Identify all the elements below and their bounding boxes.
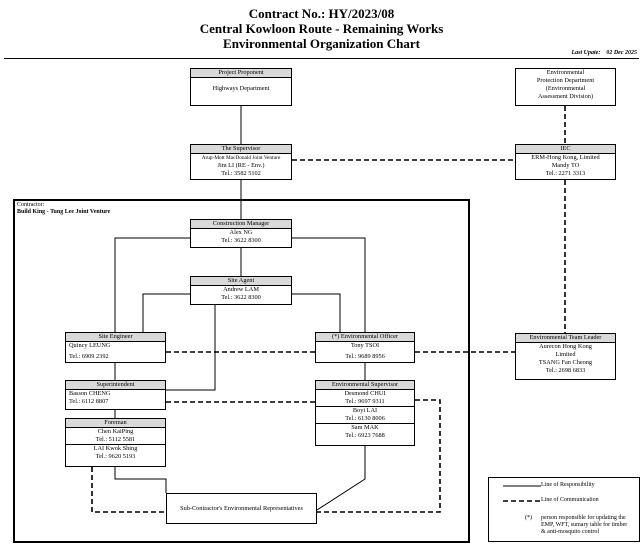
subcontractor-box: Sub-Contractor's Environmental Represent… — [166, 493, 317, 524]
legend-communication-label: Line of Communication — [541, 497, 599, 503]
solid-line-manager-officer — [292, 237, 366, 332]
contract-number: Contract No.: HY/2023/08 — [248, 6, 395, 21]
epd-line-1: Environmental — [546, 69, 585, 76]
last-update: Last Upate: 02 Dec 2025 — [572, 50, 638, 56]
last-update-label: Last Upate: — [571, 50, 601, 56]
foreman-tel-2: Tel.: 9620 5193 — [95, 453, 136, 460]
supervisor-tel: Tel.: 3582 5102 — [221, 170, 261, 177]
env-team-leader-box: Environmental Team Leader Aurecon Hong K… — [515, 333, 616, 380]
env-team-leader-company-2: Limited — [555, 351, 576, 358]
foreman-box: Foreman Chen KaiPing Tel.: 5112 5581 LAI… — [65, 418, 166, 467]
site-agent-person: Andrew LAM — [223, 286, 259, 293]
foreman-tel-1: Tel.: 5112 5581 — [95, 436, 136, 443]
solid-line-agent-superintendent — [166, 305, 216, 391]
site-engineer-tel: Tel.: 6909 2392 — [69, 353, 109, 360]
iec-box: IEC ERM-Hong Kong, Limited Mandy TO Tel.… — [515, 144, 616, 180]
env-team-leader-company-1: Aurecon Hong Kong — [539, 343, 592, 350]
iec-tel: Tel.: 2271 3313 — [545, 170, 586, 177]
contractor-label: Contractor: Build King - Tung Lee Joint … — [17, 202, 110, 216]
environmental-supervisor-tel-2: Tel.: 6130 8006 — [345, 415, 385, 422]
supervisor-company: Arup-Mott MacDonald Joint Venture — [201, 155, 281, 161]
foreman-person-1: Chen KaiPing — [97, 428, 134, 435]
construction-manager-person: Alex NG — [229, 229, 253, 236]
legend: Line of Responsibility Line of Communica… — [488, 477, 640, 542]
env-team-leader-person: TSANG Fan Cheong — [538, 359, 593, 366]
project-proponent-name: Highways Department — [212, 85, 270, 92]
environmental-supervisor-person-3: Sam MAK — [316, 423, 414, 432]
superintendent-person: Basson CHENG — [69, 390, 111, 397]
last-update-date: 02 Dec 2025 — [606, 50, 637, 56]
superintendent-box: Superintendent Basson CHENG Tel.: 6112 8… — [65, 380, 166, 410]
site-agent-header: Site Agent — [191, 277, 291, 286]
iec-company: ERM-Hong Kong, Limited — [531, 154, 600, 161]
legend-responsibility-label: Line of Responsibility — [541, 482, 595, 488]
legend-asterisk-note-3: & anti-mosquito control — [541, 529, 599, 535]
construction-manager-header: Construction Manager — [191, 220, 291, 229]
epd-line-3: (Environmental — [545, 85, 586, 92]
header-divider — [4, 58, 639, 59]
legend-asterisk-note-1: person responsible for updating the — [541, 515, 626, 521]
environmental-officer-box: (*) Environmental Officer Tony TSOI Tel.… — [315, 332, 415, 363]
legend-asterisk: (*) — [525, 515, 532, 521]
environmental-supervisor-box: Environmental Supervisor Desmond CHUI Te… — [315, 380, 415, 446]
project-proponent-header: Project Proponent — [191, 69, 291, 78]
environmental-supervisor-person-2: Boyi LAI — [316, 406, 414, 415]
supervisor-person: Jim LI (RE - Env.) — [217, 162, 265, 169]
legend-asterisk-note-2: EMP, WFT, sumary table for timber — [541, 522, 628, 528]
env-team-leader-header: Environmental Team Leader — [516, 334, 615, 343]
site-engineer-box: Site Engineer Quincy LEUNG Tel.: 6909 23… — [65, 332, 166, 363]
project-proponent-box: Project Proponent Highways Department — [190, 68, 292, 106]
environmental-supervisor-tel-1: Tel.: 9697 9311 — [345, 398, 385, 405]
environmental-supervisor-person-1: Desmond CHUI — [344, 390, 386, 397]
solid-line-envsup-subcon — [316, 446, 366, 511]
subcontractor-label: Sub-Contractor's Environmental Represent… — [180, 504, 303, 512]
legend-swatches — [503, 485, 541, 502]
dashed-line-envsup-subcon — [317, 399, 441, 513]
superintendent-tel: Tel.: 6112 8807 — [69, 398, 109, 405]
site-engineer-person: Quincy LEUNG — [69, 342, 111, 349]
environmental-officer-tel: Tel.: 9689 8956 — [345, 353, 385, 360]
construction-manager-box: Construction Manager Alex NG Tel.: 3622 … — [190, 219, 292, 248]
epd-box: Environmental Protection Department (Env… — [515, 68, 616, 106]
environmental-officer-header: (*) Environmental Officer — [316, 333, 414, 342]
epd-line-4: Assessment Division) — [537, 93, 594, 100]
contractor-heading: Contractor: — [17, 202, 45, 208]
foreman-person-2: LAI Kwok Shing — [66, 444, 165, 453]
chart-title: Environmental Organization Chart — [223, 36, 420, 51]
solid-line-foreman-subcon — [114, 467, 167, 493]
environmental-supervisor-header: Environmental Supervisor — [316, 381, 414, 390]
construction-manager-tel: Tel.: 3622 8300 — [221, 237, 261, 244]
solid-line-manager-engineer — [114, 237, 190, 332]
epd-line-2: Protection Department — [536, 77, 595, 84]
solid-line-agent-officer — [292, 293, 341, 332]
env-team-leader-tel: Tel.: 2698 6833 — [545, 367, 586, 374]
solid-line-agent-engineer — [142, 293, 190, 332]
iec-person: Mandy TO — [551, 162, 580, 169]
iec-header: IEC — [516, 145, 615, 154]
project-name: Central Kowloon Route - Remaining Works — [199, 21, 444, 36]
environmental-supervisor-tel-3: Tel.: 6923 7688 — [345, 432, 385, 439]
site-agent-box: Site Agent Andrew LAM Tel.: 3622 8300 — [190, 276, 292, 305]
foreman-header: Foreman — [66, 419, 165, 428]
site-agent-tel: Tel.: 3622 8300 — [221, 294, 261, 301]
dashed-line-foreman-subcon — [65, 429, 166, 513]
supervisor-box: The Supervisor Arup-Mott MacDonald Joint… — [190, 144, 292, 180]
contractor-name: Build King - Tung Lee Joint Venture — [17, 209, 111, 215]
environmental-officer-person: Tony TSOI — [350, 342, 380, 349]
superintendent-header: Superintendent — [66, 381, 165, 390]
supervisor-header: The Supervisor — [191, 145, 291, 154]
site-engineer-header: Site Engineer — [66, 333, 165, 342]
